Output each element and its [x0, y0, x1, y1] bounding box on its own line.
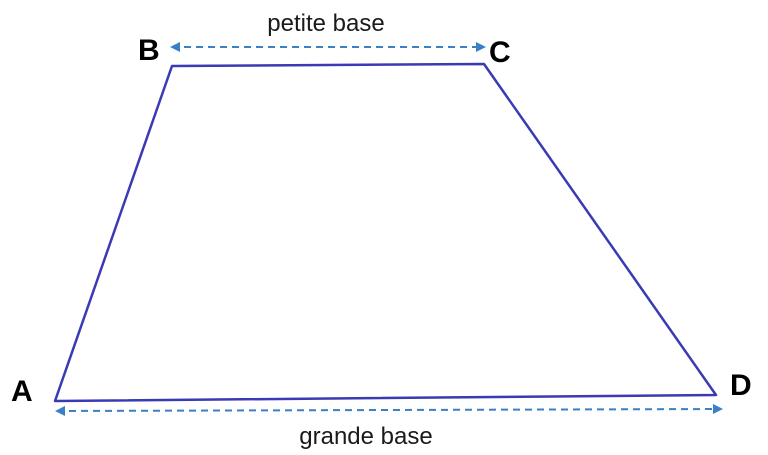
- vertex-label-c: C: [489, 36, 511, 69]
- small-base-label: petite base: [267, 10, 384, 37]
- vertex-label-b: B: [138, 34, 160, 67]
- trapezoid-shape: [53, 62, 718, 403]
- vertex-label-d: D: [730, 369, 752, 402]
- large-base-label: grande base: [299, 423, 432, 450]
- large-base-arrow: [55, 404, 723, 416]
- vertex-label-a: A: [11, 375, 33, 408]
